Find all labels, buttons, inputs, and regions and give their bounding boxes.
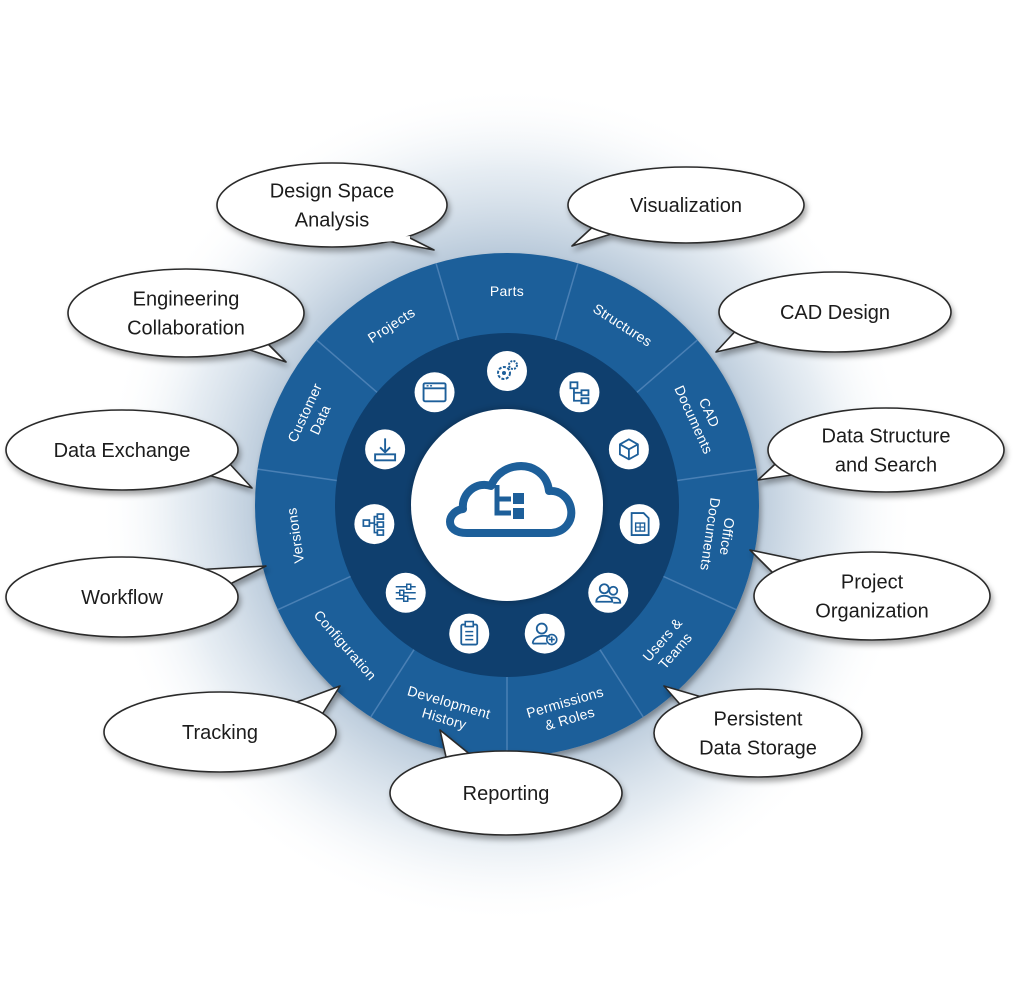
sector-divider: [554, 262, 579, 341]
cube-icon: [608, 429, 649, 470]
callout-visualization: Visualization: [567, 166, 805, 247]
callout-bubble: [216, 162, 448, 248]
callout-label: Tracking: [182, 722, 258, 744]
sector-parts: Parts: [487, 283, 527, 391]
sector-divider: [370, 649, 415, 718]
callout-label: Collaboration: [127, 318, 245, 340]
spreadsheet-doc-icon: [619, 504, 660, 545]
callout-label: Organization: [815, 601, 928, 623]
central-hub: [411, 409, 603, 601]
sector-divider: [663, 575, 737, 611]
callout-bubble: [653, 688, 863, 778]
sector-divider: [599, 649, 644, 718]
wheel: PartsStructuresCADDocumentsOfficeDocumen…: [255, 253, 759, 757]
callout-label: Engineering: [133, 289, 240, 311]
sector-label-versions: Versions: [283, 507, 307, 565]
callout-bubble: [103, 691, 337, 773]
callout-reporting: Reporting: [389, 729, 623, 836]
callout-label: Project: [841, 572, 904, 594]
callout-cad-design: CAD Design: [715, 271, 952, 353]
callout-label: Visualization: [630, 195, 742, 217]
download-icon: [365, 429, 406, 470]
callout-workflow: Workflow: [5, 556, 267, 638]
user-add-icon: [524, 613, 565, 654]
sector-divider: [316, 339, 378, 393]
callout-label: Data Storage: [699, 738, 817, 760]
sector-divider: [277, 575, 351, 611]
tree-icon: [354, 504, 395, 545]
callout-bubble: [5, 409, 239, 491]
callout-bubble: [753, 551, 991, 641]
sector-divider: [435, 262, 460, 341]
sector-label-parts: Parts: [490, 283, 524, 299]
callout-label: Analysis: [295, 210, 369, 232]
sector-divider: [677, 468, 757, 482]
callout-data-exchange: Data Exchange: [5, 409, 253, 491]
window-icon: [414, 372, 455, 413]
sliders-icon: [385, 572, 426, 613]
sector-versions: Versions: [283, 504, 395, 565]
callout-data-structure-and-search: Data Structure and Search: [757, 407, 1005, 493]
cloud-structure-icon: [446, 462, 576, 537]
callout-label: Reporting: [463, 783, 550, 805]
callout-label: Design Space: [270, 181, 395, 203]
callout-label: CAD Design: [780, 302, 890, 324]
sector-label-office-documents: Office: [717, 517, 738, 557]
callout-label: and Search: [835, 455, 937, 477]
callout-label: Workflow: [81, 587, 163, 609]
callout-label: Data Exchange: [54, 440, 191, 462]
callout-label: Data Structure: [822, 426, 951, 448]
sector-divider: [636, 339, 698, 393]
users-icon: [588, 572, 629, 613]
clipboard-icon: [449, 613, 490, 654]
callout-bubble: [767, 407, 1005, 493]
hierarchy-icon: [559, 372, 600, 413]
gears-icon: [487, 351, 527, 391]
callout-tracking: Tracking: [103, 685, 341, 773]
callout-label: Persistent: [714, 709, 803, 731]
callout-bubble: [567, 166, 805, 244]
callout-bubble: [67, 268, 305, 358]
callout-bubble: [5, 556, 239, 638]
sector-divider: [257, 468, 337, 482]
callout-bubble: [389, 750, 623, 836]
callout-bubble: [718, 271, 952, 353]
